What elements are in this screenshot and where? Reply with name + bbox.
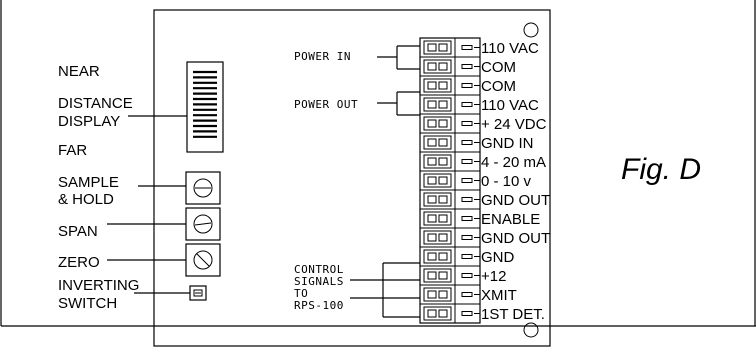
control-signals-label-line4: RPS-100 bbox=[294, 299, 344, 312]
wire-entry bbox=[461, 45, 473, 50]
terminal-label: + 24 VDC bbox=[481, 116, 547, 133]
wire-entry bbox=[461, 292, 473, 297]
power-out-bracket bbox=[377, 91, 420, 116]
terminal-label: ENABLE bbox=[481, 211, 540, 228]
terminal-label: 4 - 20 mA bbox=[481, 154, 546, 171]
screw-terminal[interactable] bbox=[423, 287, 452, 302]
screw-terminal[interactable] bbox=[423, 97, 452, 112]
terminal-row[interactable]: GND OUT bbox=[420, 227, 550, 247]
wire-entry bbox=[461, 121, 473, 126]
terminal-label: +12 bbox=[481, 268, 506, 285]
inverting-label-line2: SWITCH bbox=[58, 295, 117, 312]
sample-hold-label-line2: & HOLD bbox=[58, 191, 114, 208]
terminal-row[interactable]: 0 - 10 v bbox=[420, 170, 532, 190]
control-signals-label-line2: SIGNALS bbox=[294, 275, 344, 288]
wire-entry bbox=[461, 254, 473, 259]
wire-entry bbox=[461, 311, 473, 316]
terminal-row[interactable]: 110 VAC bbox=[420, 94, 539, 114]
wire-entry bbox=[461, 83, 473, 88]
control-signals-label-line3: TO bbox=[294, 287, 308, 300]
terminal-row[interactable]: COM bbox=[420, 56, 516, 76]
control-signals-label-line1: CONTROL bbox=[294, 263, 344, 276]
display-bars bbox=[193, 70, 217, 138]
inverting-switch[interactable] bbox=[189, 285, 207, 301]
wire-entry bbox=[461, 140, 473, 145]
terminal-label: 0 - 10 v bbox=[481, 173, 532, 190]
terminal-label: 1ST DET. bbox=[481, 306, 545, 323]
screw-terminal[interactable] bbox=[423, 116, 452, 131]
screw-terminal[interactable] bbox=[423, 306, 452, 321]
screw-terminal[interactable] bbox=[423, 135, 452, 150]
screw-terminal[interactable] bbox=[423, 154, 452, 169]
terminal-row[interactable]: 4 - 20 mA bbox=[420, 151, 546, 171]
screw-terminal[interactable] bbox=[423, 192, 452, 207]
terminal-row[interactable]: + 24 VDC bbox=[420, 113, 547, 133]
terminal-row[interactable]: GND OUT bbox=[420, 189, 550, 209]
sample-hold-pot[interactable] bbox=[185, 171, 221, 205]
wire-entry bbox=[461, 235, 473, 240]
wire-entry bbox=[461, 273, 473, 278]
screw-terminal[interactable] bbox=[423, 78, 452, 93]
sample-hold-label-line1: SAMPLE bbox=[58, 174, 119, 191]
wire-entry bbox=[461, 102, 473, 107]
inverting-label-line1: INVERTING bbox=[58, 277, 139, 294]
terminal-label: COM bbox=[481, 78, 516, 95]
screw-terminal[interactable] bbox=[423, 230, 452, 245]
power-in-label: POWER IN bbox=[294, 50, 351, 63]
wire-entry bbox=[461, 197, 473, 202]
terminal-label: XMIT bbox=[481, 287, 517, 304]
terminal-label: GND OUT bbox=[481, 230, 550, 247]
terminal-row[interactable]: 110 VAC bbox=[420, 37, 539, 57]
mounting-hole-bottom bbox=[523, 322, 539, 338]
screw-terminal[interactable] bbox=[423, 268, 452, 283]
terminal-strip: 110 VAC COM COM 110 VAC + 24 VDC GND IN 4 - 20… bbox=[419, 37, 550, 324]
terminal-row[interactable]: +12 bbox=[420, 265, 506, 285]
distance-label-line2: DISPLAY bbox=[58, 113, 120, 130]
zero-pot[interactable] bbox=[185, 243, 221, 277]
distance-label-line1: DISTANCE bbox=[58, 95, 133, 112]
terminal-label: COM bbox=[481, 59, 516, 76]
terminal-block-body bbox=[419, 37, 481, 324]
distance-display bbox=[186, 61, 224, 153]
far-label: FAR bbox=[58, 142, 87, 159]
screw-terminal[interactable] bbox=[423, 40, 452, 55]
outer-frame bbox=[0, 0, 756, 327]
zero-label: ZERO bbox=[58, 254, 100, 271]
figure-label: Fig. D bbox=[621, 153, 701, 186]
power-out-label: POWER OUT bbox=[294, 98, 358, 111]
screw-terminal[interactable] bbox=[423, 173, 452, 188]
terminal-row[interactable]: COM bbox=[420, 75, 516, 95]
wire-entry bbox=[461, 159, 473, 164]
terminal-row[interactable]: GND bbox=[420, 246, 515, 266]
wire-entry bbox=[461, 216, 473, 221]
mounting-hole-top bbox=[523, 22, 539, 38]
terminal-row[interactable]: 1ST DET. bbox=[420, 303, 545, 323]
wire-entry bbox=[461, 178, 473, 183]
near-label: NEAR bbox=[58, 63, 100, 80]
circuit-board bbox=[153, 9, 551, 347]
terminal-row[interactable]: XMIT bbox=[420, 284, 517, 304]
span-label: SPAN bbox=[58, 223, 98, 240]
terminal-label: GND OUT bbox=[481, 192, 550, 209]
control-signals-leaders bbox=[350, 262, 420, 318]
wire-entry bbox=[461, 64, 473, 69]
terminal-label: GND IN bbox=[481, 135, 534, 152]
span-pot[interactable] bbox=[185, 207, 221, 241]
screw-terminal[interactable] bbox=[423, 211, 452, 226]
terminal-row[interactable]: ENABLE bbox=[420, 208, 540, 228]
terminal-row[interactable]: GND IN bbox=[420, 132, 534, 152]
power-in-bracket bbox=[377, 45, 420, 70]
terminal-label: GND bbox=[481, 249, 515, 266]
screw-terminal[interactable] bbox=[423, 59, 452, 74]
terminal-label: 110 VAC bbox=[481, 40, 539, 57]
terminal-label: 110 VAC bbox=[481, 97, 539, 114]
screw-terminal[interactable] bbox=[423, 249, 452, 264]
